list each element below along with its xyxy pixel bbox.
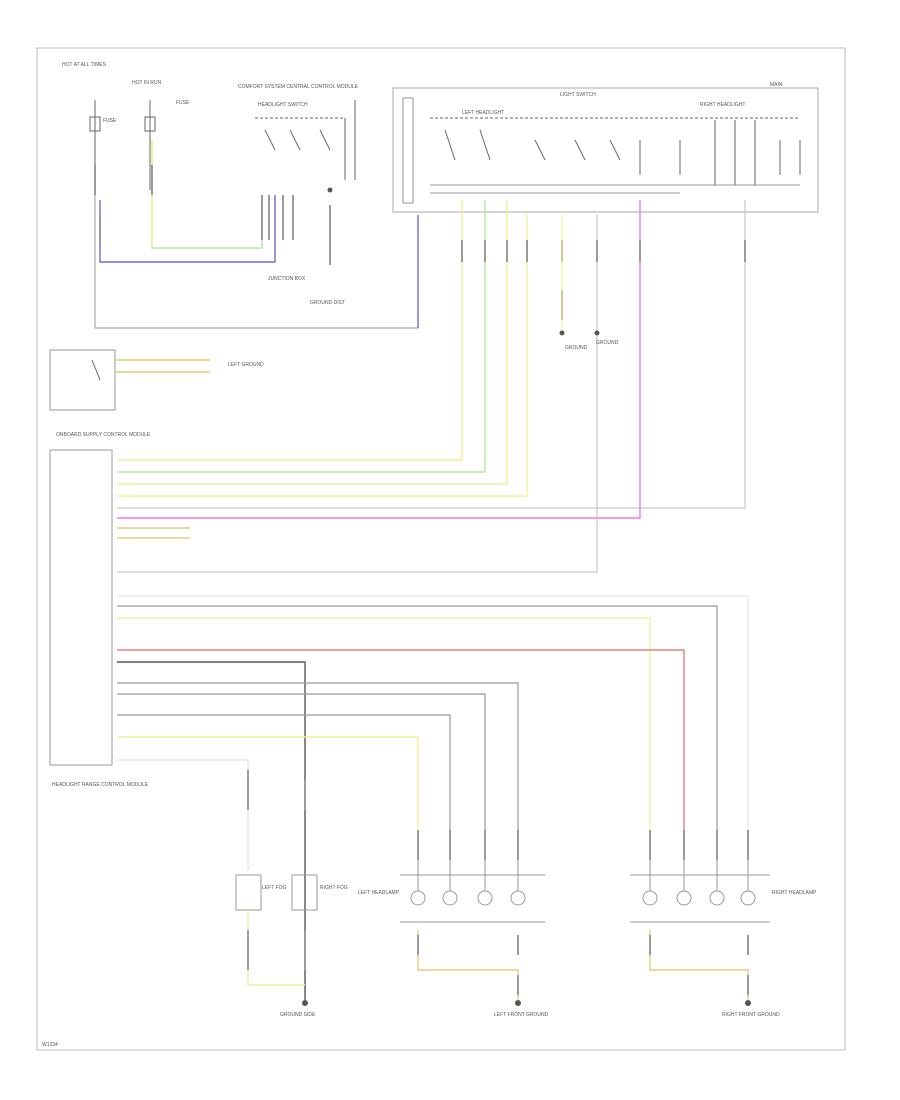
wire-yellow-5 <box>117 617 651 860</box>
wire-gray-3 <box>117 595 749 860</box>
wire-yellow-2 <box>117 200 508 485</box>
connector-group-lower <box>247 770 749 860</box>
label-bottom-gnd-1: GROUND SIDE <box>280 1012 316 1018</box>
label-module-title: ONBOARD SUPPLY CONTROL MODULE <box>56 432 151 438</box>
ground-point-3 <box>745 1000 751 1006</box>
label-fuse-a: FUSE <box>103 118 117 124</box>
ground-point-mid-1 <box>559 330 565 336</box>
ground-point-1 <box>302 1000 308 1006</box>
label-module-bottom: HEADLIGHT RANGE CONTROL MODULE <box>52 782 149 788</box>
connector-group-mid <box>461 240 746 320</box>
right-headlamp-assembly <box>630 860 770 923</box>
wire-gray-8 <box>117 759 249 870</box>
label-fog-left: LEFT FOG <box>262 885 287 891</box>
wire-yellow-small-lamp <box>247 910 305 986</box>
fuse-block <box>89 100 156 190</box>
label-right-switch: RIGHT HEADLIGHT <box>700 102 746 108</box>
label-left-ground: LEFT GROUND <box>228 362 264 368</box>
label-left-lamp: LEFT HEADLAMP <box>358 890 400 896</box>
relay-box <box>49 349 116 411</box>
wire-black <box>117 661 306 1000</box>
wire-gray-6 <box>117 693 486 860</box>
label-light-switch: LIGHT SWITCH <box>560 92 596 98</box>
label-fog-right: RIGHT FOG <box>320 885 348 891</box>
headlight-switch-block <box>255 100 356 180</box>
label-fuse-b: FUSE <box>176 100 190 106</box>
label-ground-c: GROUND <box>596 340 619 346</box>
label-bottom-gnd-3: RIGHT FRONT GROUND <box>722 1012 780 1018</box>
wire-gray-5 <box>117 682 519 860</box>
label-hot-in-run: HOT IN RUN <box>132 80 162 86</box>
switch-contacts <box>430 117 801 185</box>
wire-green-left <box>151 140 263 249</box>
relay-outputs <box>115 359 210 373</box>
label-right-lamp: RIGHT HEADLAMP <box>772 890 817 896</box>
label-junction: JUNCTION BOX <box>268 276 306 282</box>
lamp-left-small <box>235 874 262 911</box>
label-left-switch: LEFT HEADLIGHT <box>462 110 505 116</box>
wire-yellow-1 <box>117 200 463 461</box>
label-headlight-switch: HEADLIGHT SWITCH <box>258 102 308 108</box>
label-main: MAIN <box>770 82 783 88</box>
label-hot-at-all-times: HOT AT ALL TIMES <box>62 62 106 68</box>
lamp-right-small <box>291 874 318 911</box>
wire-red <box>117 649 685 860</box>
module-short-wires <box>117 527 190 539</box>
label-ground-a: GROUND DIST <box>310 300 345 306</box>
label-corner-tag: W1234 <box>42 1042 58 1048</box>
label-ground-b: GROUND <box>565 345 588 351</box>
left-headlamp-assembly <box>400 860 545 923</box>
wire-magenta <box>117 200 641 519</box>
wire-gray-outline <box>94 190 419 329</box>
connector-group-tl <box>94 165 331 265</box>
label-comfort-cm: COMFORT SYSTEM CENTRAL CONTROL MODULE <box>238 84 359 90</box>
wire-yellow-6 <box>117 736 419 860</box>
main-switch-module <box>392 87 819 213</box>
wire-green-1 <box>117 200 486 473</box>
wire-blue-left <box>99 195 276 263</box>
right-lamp-ground <box>649 930 749 1000</box>
ground-point-2 <box>515 1000 521 1006</box>
wire-yellow-3 <box>117 215 528 497</box>
wire-gray-7 <box>117 714 451 860</box>
control-module <box>49 449 113 766</box>
left-lamp-ground <box>417 930 519 1000</box>
ground-point-mid-2 <box>594 330 600 336</box>
wire-gray-4 <box>117 605 718 860</box>
diagram-frame <box>36 47 846 1051</box>
wire-gray-1 <box>117 200 746 509</box>
ground-point-top <box>327 187 333 193</box>
label-bottom-gnd-2: LEFT FRONT GROUND <box>494 1012 549 1018</box>
